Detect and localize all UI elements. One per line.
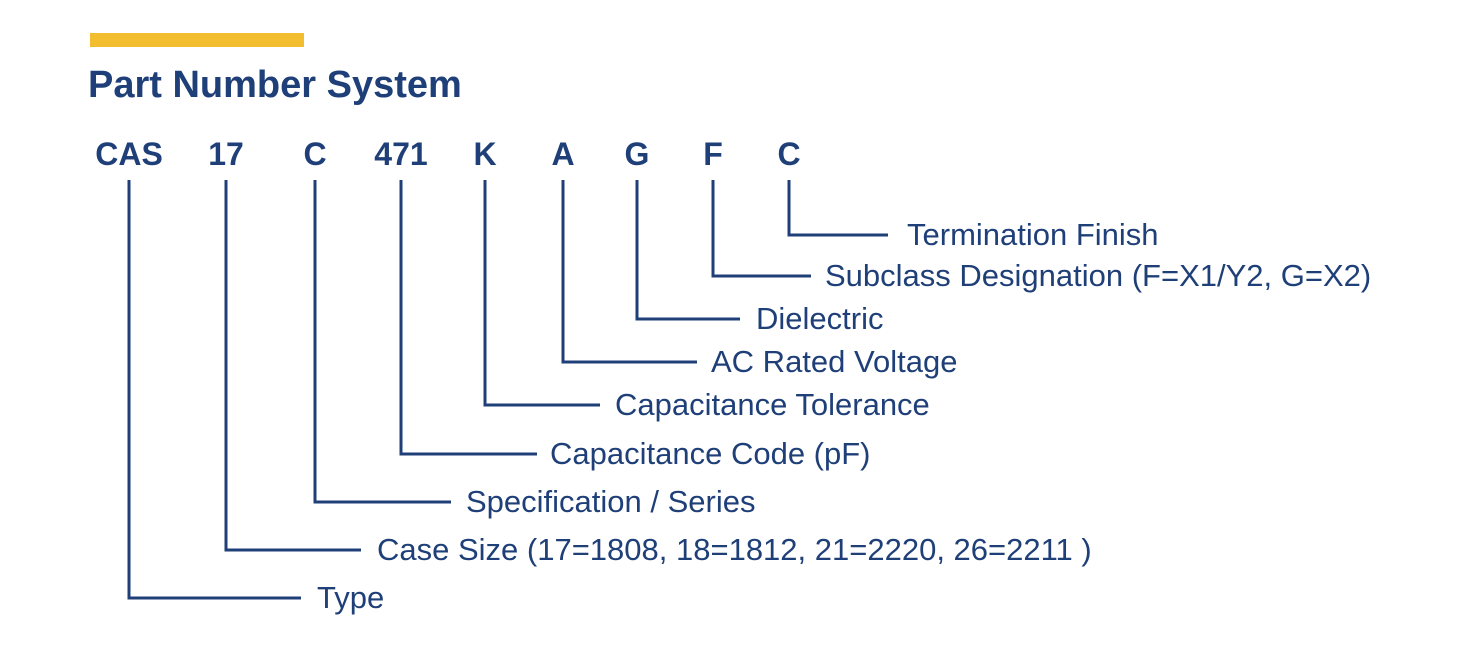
leader-line-subclass xyxy=(711,180,811,278)
leader-line-case-size xyxy=(224,180,361,552)
leader-line-specification xyxy=(313,180,451,504)
code-termination: C xyxy=(777,136,801,172)
code-voltage: A xyxy=(551,136,575,172)
code-dielectric: G xyxy=(624,136,650,172)
leader-line-type xyxy=(127,180,301,600)
leader-line-capacitance xyxy=(399,180,537,456)
accent-bar xyxy=(90,33,304,47)
label-specification: Specification / Series xyxy=(466,484,756,519)
label-type: Type xyxy=(317,580,385,615)
code-specification: C xyxy=(303,136,327,172)
label-subclass: Subclass Designation (F=X1/Y2, G=X2) xyxy=(825,258,1372,293)
label-tolerance: Capacitance Tolerance xyxy=(615,387,930,422)
code-type: CAS xyxy=(95,136,163,172)
leader-line-voltage xyxy=(561,180,697,364)
code-subclass: F xyxy=(703,136,723,172)
code-case-size: 17 xyxy=(208,136,244,172)
label-voltage: AC Rated Voltage xyxy=(711,344,958,379)
label-dielectric: Dielectric xyxy=(756,301,884,336)
label-capacitance: Capacitance Code (pF) xyxy=(550,436,871,471)
code-capacitance: 471 xyxy=(374,136,428,172)
page-title: Part Number System xyxy=(88,64,462,106)
label-case-size: Case Size (17=1808, 18=1812, 21=2220, 26… xyxy=(377,532,1092,567)
label-termination: Termination Finish xyxy=(907,217,1159,252)
code-tolerance: K xyxy=(473,136,497,172)
leader-line-dielectric xyxy=(635,180,740,321)
leader-line-termination xyxy=(787,180,888,237)
leader-line-tolerance xyxy=(483,180,600,407)
